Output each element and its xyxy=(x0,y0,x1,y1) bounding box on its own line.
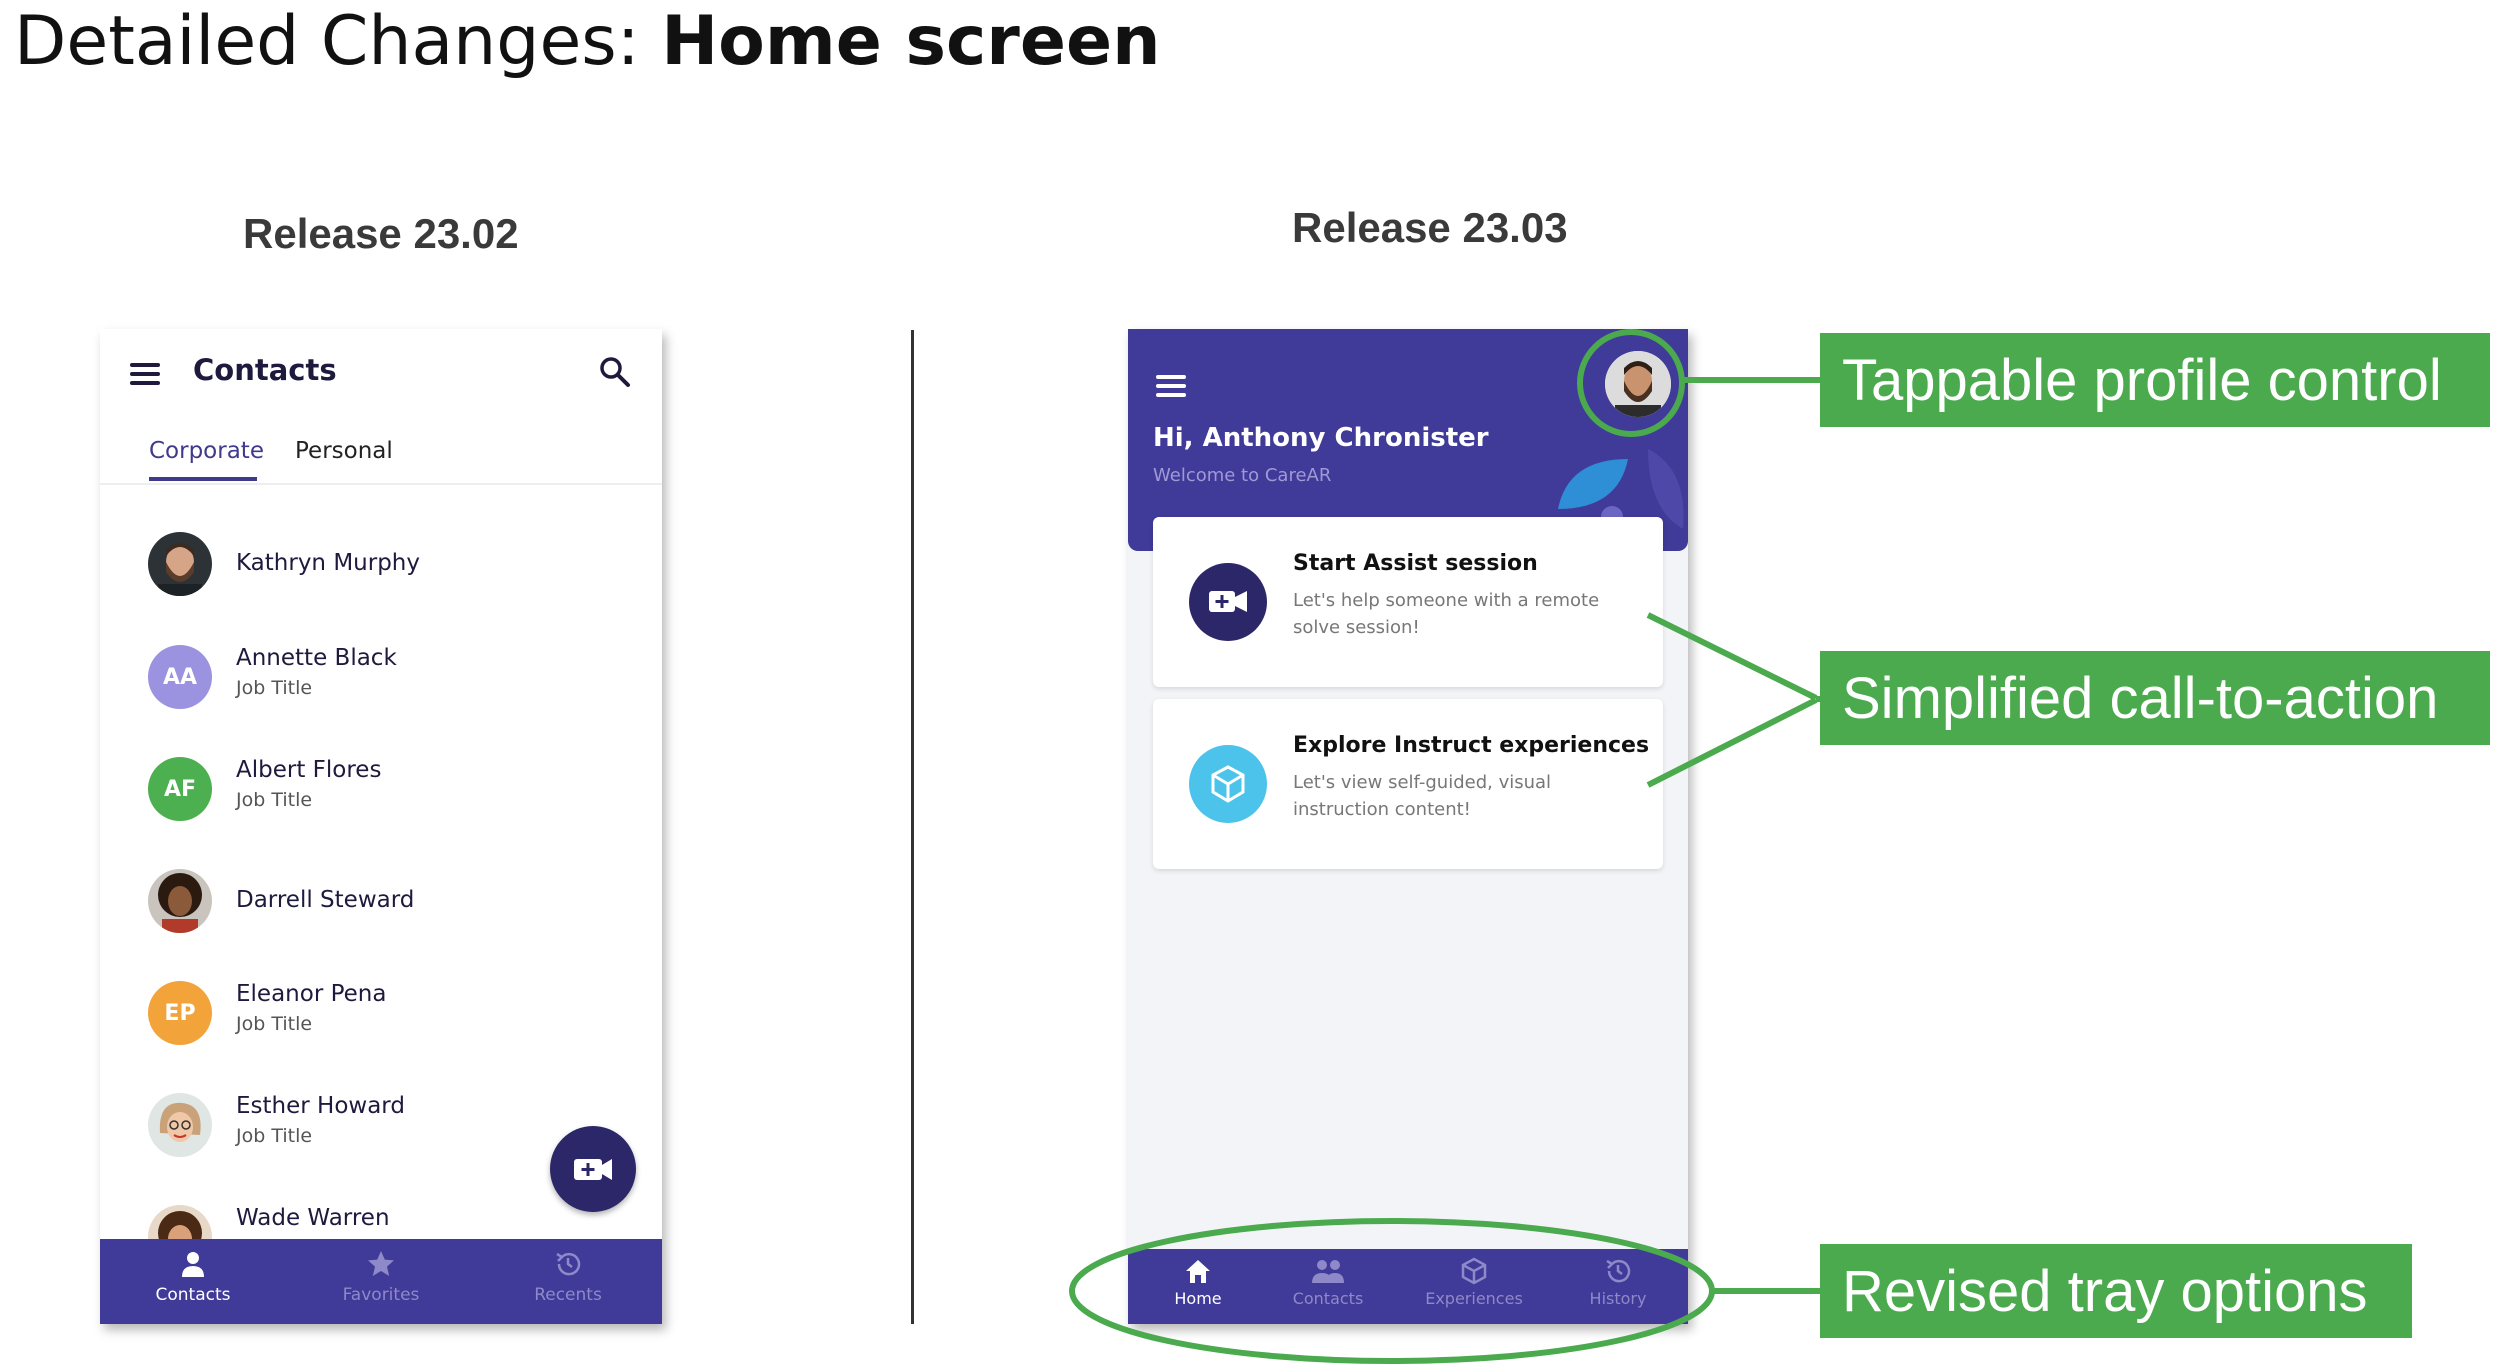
left-bottom-tray: Contacts Favorites Recents xyxy=(100,1239,662,1324)
contact-name: Darrell Steward xyxy=(236,887,415,913)
list-item[interactable]: Esther Howard Job Title xyxy=(148,1093,628,1163)
contact-job-title: Job Title xyxy=(236,677,313,699)
tray-item-favorites[interactable]: Favorites xyxy=(306,1249,456,1305)
cta-title: Explore Instruct experiences xyxy=(1293,733,1650,758)
profile-highlight-circle xyxy=(1577,329,1685,437)
cta-description: Let's help someone with a remote solve s… xyxy=(1293,590,1600,638)
menu-icon[interactable] xyxy=(1156,375,1186,397)
left-page-title: Contacts xyxy=(193,353,337,387)
cta-title: Start Assist session xyxy=(1293,551,1538,576)
cube-icon xyxy=(1211,765,1245,803)
tray-label: Recents xyxy=(534,1285,602,1305)
video-plus-icon xyxy=(1209,591,1247,612)
tray-label: Contacts xyxy=(1292,1289,1364,1308)
cta-connector-line-bottom xyxy=(1646,697,1818,788)
tray-label: Contacts xyxy=(155,1285,231,1305)
tab-corporate[interactable]: Corporate xyxy=(149,438,264,464)
left-app-bar: Contacts xyxy=(100,329,662,419)
contact-name: Wade Warren xyxy=(236,1205,390,1231)
callout-profile: Tappable profile control xyxy=(1820,333,2490,427)
callout-tray: Revised tray options xyxy=(1820,1244,2412,1338)
cta-icon-bg xyxy=(1189,745,1267,823)
tray-label: Experiences xyxy=(1425,1289,1523,1308)
phone-release-23-03: Hi, Anthony Chronister Welcome to CareAR xyxy=(1128,329,1688,1324)
callout-cta: Simplified call-to-action xyxy=(1820,651,2490,745)
avatar xyxy=(148,532,212,596)
tray-item-contacts[interactable]: Contacts xyxy=(118,1249,268,1305)
tray-item-home[interactable]: Home xyxy=(1138,1257,1258,1308)
avatar: EP xyxy=(148,981,212,1045)
tray-item-contacts[interactable]: Contacts xyxy=(1268,1257,1388,1308)
star-icon xyxy=(368,1251,394,1276)
start-assist-card[interactable]: Start Assist session Let's help someone … xyxy=(1153,517,1663,687)
search-icon[interactable] xyxy=(598,355,632,389)
phone-release-23-02: Contacts Corporate Personal Kathryn Murp… xyxy=(100,329,662,1324)
menu-icon[interactable] xyxy=(130,363,160,385)
home-icon xyxy=(1186,1260,1210,1283)
tray-highlight-ellipse xyxy=(1069,1218,1715,1364)
avatar: AA xyxy=(148,645,212,709)
people-icon xyxy=(1312,1260,1344,1283)
contact-photo-icon xyxy=(148,532,212,596)
contact-name: Albert Flores xyxy=(236,757,382,783)
slide-title-prefix: Detailed Changes: xyxy=(14,2,662,81)
cube-icon xyxy=(1461,1257,1487,1285)
slide-title-bold: Home screen xyxy=(661,2,1161,81)
start-session-fab[interactable] xyxy=(550,1126,636,1212)
list-item[interactable]: Kathryn Murphy xyxy=(148,532,628,602)
list-item[interactable]: EP Eleanor Pena Job Title xyxy=(148,981,628,1051)
person-icon xyxy=(182,1252,204,1277)
greeting-text: Hi, Anthony Chronister xyxy=(1153,423,1489,453)
contact-job-title: Job Title xyxy=(236,789,313,811)
welcome-text: Welcome to CareAR xyxy=(1153,465,1332,486)
cta-icon-bg xyxy=(1189,563,1267,641)
list-item[interactable]: AF Albert Flores Job Title xyxy=(148,757,628,827)
explore-instruct-card[interactable]: Explore Instruct experiences Let's view … xyxy=(1153,699,1663,869)
contact-job-title: Job Title xyxy=(236,1013,313,1035)
contact-photo-icon xyxy=(148,869,212,933)
tray-item-experiences[interactable]: Experiences xyxy=(1414,1257,1534,1308)
contact-name: Eleanor Pena xyxy=(236,981,387,1007)
divider xyxy=(911,330,914,1324)
avatar xyxy=(148,1093,212,1157)
tab-personal[interactable]: Personal xyxy=(295,438,393,464)
right-bottom-tray: Home Contacts Experiences His xyxy=(1128,1249,1688,1324)
list-item[interactable]: Darrell Steward xyxy=(148,869,628,939)
contact-name: Annette Black xyxy=(236,645,397,671)
list-item[interactable]: AA Annette Black Job Title xyxy=(148,645,628,715)
slide-title: Detailed Changes: Home screen xyxy=(14,2,1160,81)
contact-name: Kathryn Murphy xyxy=(236,550,420,576)
tray-label: Home xyxy=(1174,1289,1222,1308)
tray-label: History xyxy=(1589,1289,1647,1308)
history-icon xyxy=(1606,1259,1631,1283)
contact-job-title: Job Title xyxy=(236,1125,313,1147)
avatar: AF xyxy=(148,757,212,821)
tabs-divider xyxy=(100,483,662,485)
contact-photo-icon xyxy=(148,1093,212,1157)
avatar xyxy=(148,869,212,933)
tray-item-history[interactable]: History xyxy=(1558,1257,1678,1308)
active-tab-indicator xyxy=(149,477,257,481)
tray-label: Favorites xyxy=(342,1285,420,1305)
contact-name: Esther Howard xyxy=(236,1093,405,1119)
video-plus-icon xyxy=(574,1159,612,1180)
profile-photo-icon xyxy=(1605,351,1671,417)
release-label-left: Release 23.02 xyxy=(243,210,519,257)
tray-item-recents[interactable]: Recents xyxy=(493,1249,643,1305)
profile-avatar[interactable] xyxy=(1605,351,1671,417)
cta-connector-line-top xyxy=(1646,612,1818,701)
history-icon xyxy=(556,1252,581,1276)
cta-description: Let's view self-guided, visual instructi… xyxy=(1293,772,1552,820)
release-label-right: Release 23.03 xyxy=(1292,204,1568,251)
right-header: Hi, Anthony Chronister Welcome to CareAR xyxy=(1128,329,1688,551)
